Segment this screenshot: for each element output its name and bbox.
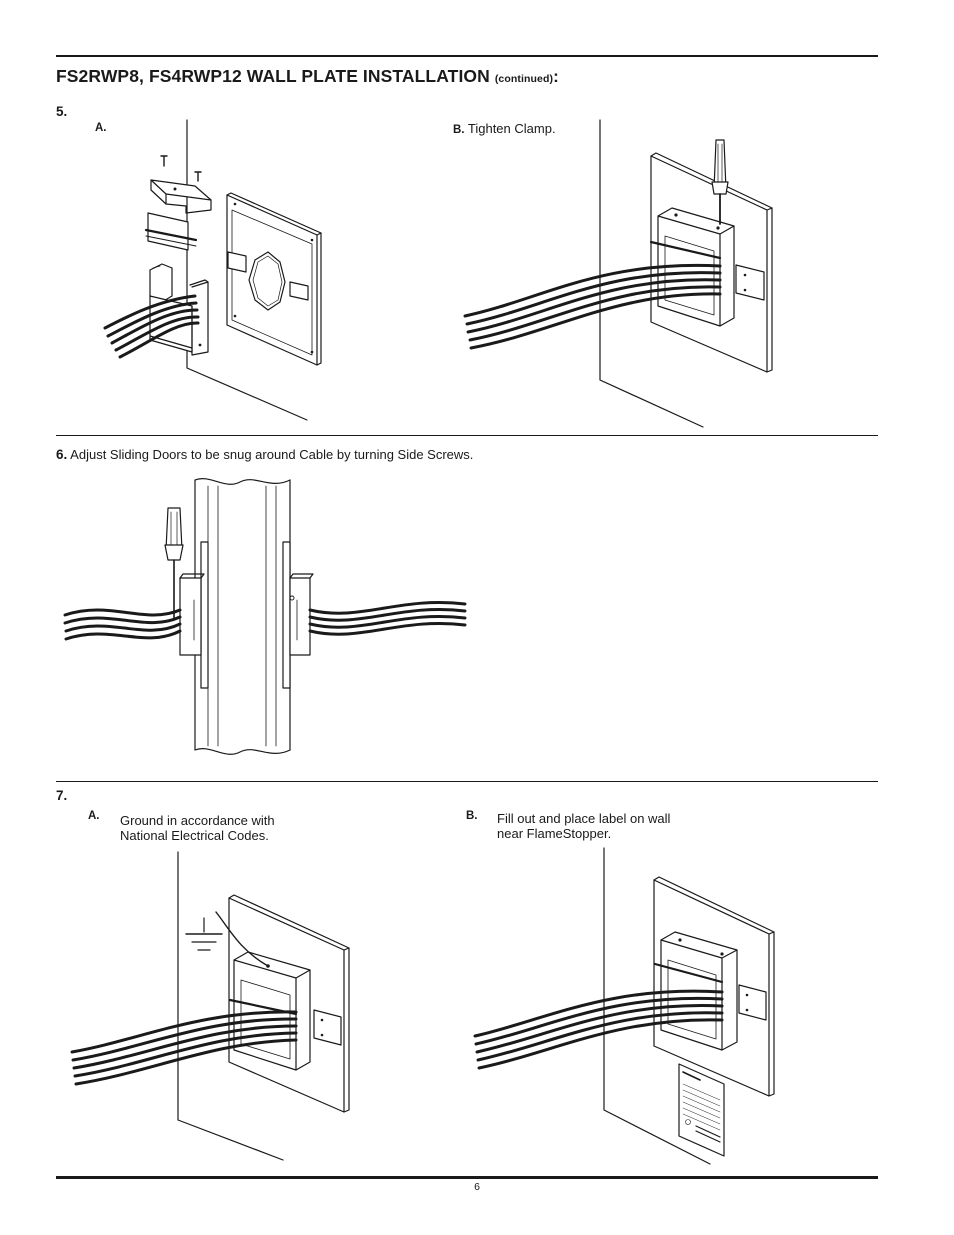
step-5a-illustration	[103, 119, 322, 421]
header-rule	[56, 55, 878, 57]
page-title: FS2RWP8, FS4RWP12 WALL PLATE INSTALLATIO…	[56, 66, 559, 87]
title-colon: :	[553, 67, 559, 86]
housing-5b	[657, 207, 735, 327]
wall-plate-5a	[226, 192, 322, 366]
step-7a-line1: Ground in accordance with	[120, 813, 275, 828]
step-7b-illustration	[473, 847, 775, 1165]
step-7a-letter: A.	[88, 810, 100, 822]
step-7b-text: Fill out and place label on wall near Fl…	[497, 811, 717, 841]
cable-bundle-icon	[70, 1010, 298, 1086]
cable-bundle-icon	[63, 608, 182, 641]
cable-bundle-icon	[473, 989, 724, 1070]
screw-icon	[160, 155, 202, 182]
step-5b-illustration	[463, 119, 773, 428]
step-6-caption: 6. Adjust Sliding Doors to be snug aroun…	[56, 447, 473, 462]
step-5-number: 5.	[56, 104, 68, 119]
step-7-number: 7.	[56, 788, 68, 803]
cable-bundle-icon	[308, 600, 467, 636]
step-5b-letter: B.	[453, 124, 465, 136]
step-7a-line2: National Electrical Codes.	[120, 828, 269, 843]
cable-bundle-icon	[463, 263, 722, 350]
step-5a-letter: A.	[95, 122, 107, 134]
clamp-bar	[150, 179, 212, 214]
label-icon	[678, 1063, 725, 1157]
page-title-text: FS2RWP8, FS4RWP12 WALL PLATE INSTALLATIO…	[56, 66, 490, 86]
continued-note: (continued)	[494, 73, 554, 85]
cable-bundle-icon	[103, 294, 200, 359]
section-divider-7	[56, 781, 878, 782]
footer-rule	[56, 1176, 878, 1179]
step-7b-letter: B.	[466, 810, 478, 822]
step-7b-line2: near FlameStopper.	[497, 826, 612, 841]
step-6-text: Adjust Sliding Doors to be snug around C…	[70, 447, 474, 462]
step-6-number: 6.	[56, 447, 68, 462]
step-5b-caption: B. Tighten Clamp.	[453, 121, 556, 136]
section-divider-6	[56, 435, 878, 436]
screwdriver-icon	[164, 507, 184, 619]
step-6-illustration	[63, 478, 467, 755]
page-number: 6	[474, 1181, 480, 1193]
ground-symbol-icon	[185, 911, 269, 967]
step-7a-text: Ground in accordance with National Elect…	[120, 813, 320, 843]
screwdriver-icon	[711, 139, 729, 225]
step-7a-illustration	[70, 851, 350, 1161]
step-5b-text: Tighten Clamp.	[467, 121, 556, 136]
step-7b-line1: Fill out and place label on wall	[497, 811, 671, 826]
wall-section	[194, 478, 291, 755]
sliding-door-5a	[144, 212, 198, 251]
